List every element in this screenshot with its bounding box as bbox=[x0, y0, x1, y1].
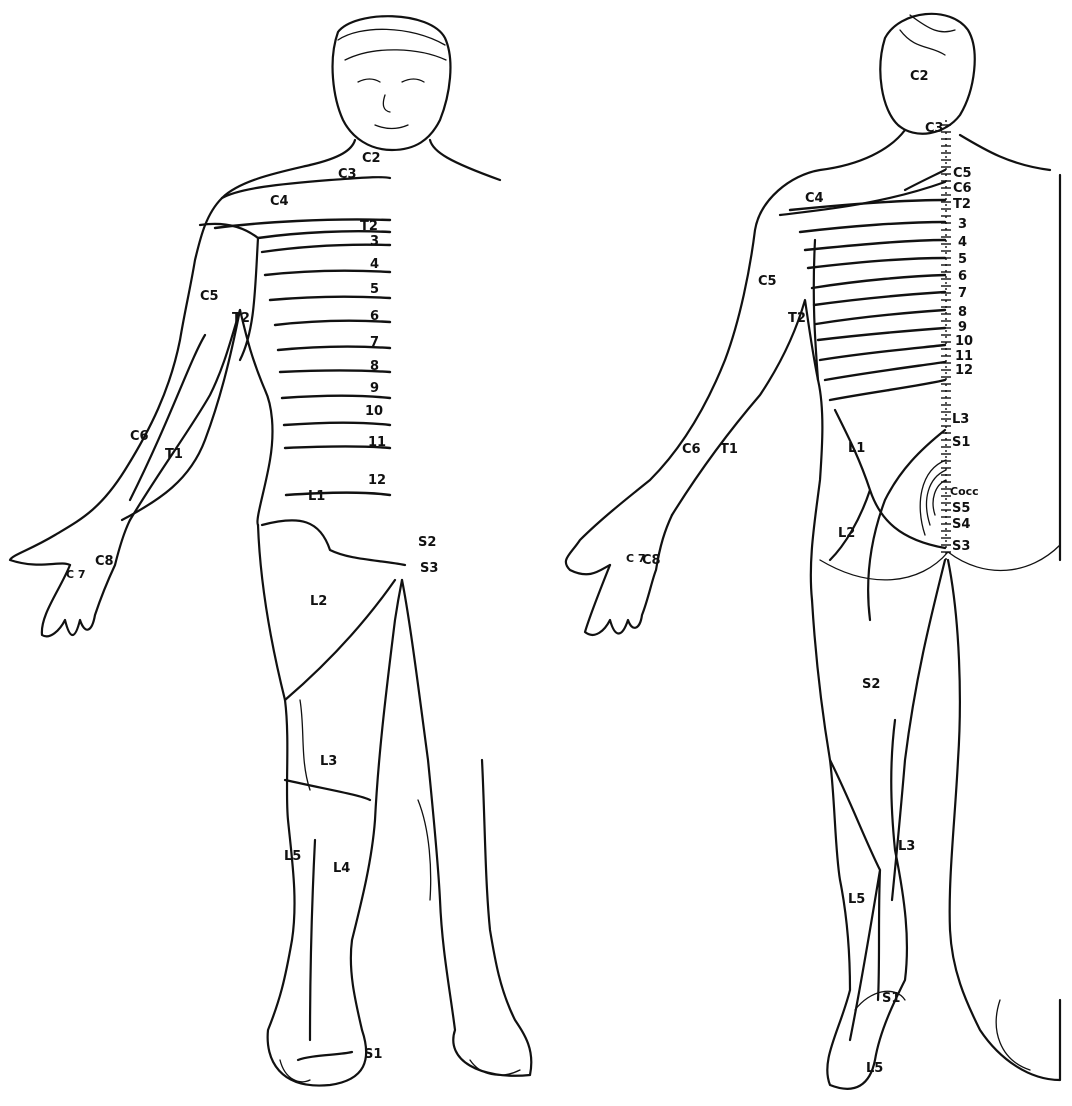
back-label-12: 12 bbox=[955, 363, 973, 378]
back-label-c5: C5 bbox=[758, 274, 777, 289]
back-label-c3: C3 bbox=[925, 121, 944, 136]
back-label-l1: L1 bbox=[848, 441, 865, 456]
back-label-8: 8 bbox=[958, 305, 967, 320]
back-buttocks bbox=[820, 545, 1060, 580]
front-dermatome-lines bbox=[122, 238, 405, 1060]
back-label-c5-spine: C5 bbox=[953, 166, 972, 181]
front-label-c5: C5 bbox=[200, 289, 219, 304]
front-label-c3: C3 bbox=[338, 167, 357, 182]
front-label-l3: L3 bbox=[320, 754, 337, 769]
back-label-s4: S4 bbox=[952, 517, 970, 532]
back-dermatome-lines bbox=[814, 240, 945, 1040]
front-label-10: 10 bbox=[365, 404, 383, 419]
front-label-s1: S1 bbox=[364, 1047, 382, 1062]
back-label-4: 4 bbox=[958, 235, 967, 250]
front-label-4: 4 bbox=[370, 257, 379, 272]
front-label-t2: T2 bbox=[360, 219, 378, 234]
front-label-l5: L5 bbox=[284, 849, 301, 864]
back-hand bbox=[585, 515, 672, 635]
back-label-cocc: Cocc bbox=[950, 485, 979, 498]
front-label-t2-arm: T2 bbox=[232, 311, 250, 326]
front-label-9: 9 bbox=[370, 381, 379, 396]
back-label-t2-spine: T2 bbox=[953, 197, 971, 212]
back-label-6: 6 bbox=[958, 269, 967, 284]
front-label-12: 12 bbox=[368, 473, 386, 488]
back-figure: C2 C3 C4 C5 T2 C6 T1 C8 C 7 C5 C6 T2 3 4… bbox=[566, 14, 1060, 1089]
back-label-l3: L3 bbox=[952, 412, 969, 427]
front-label-6: 6 bbox=[370, 309, 379, 324]
front-hair bbox=[338, 29, 446, 60]
front-label-l4: L4 bbox=[333, 861, 350, 876]
front-label-c7: C 7 bbox=[66, 568, 86, 581]
back-label-10: 10 bbox=[955, 334, 973, 349]
back-label-s3: S3 bbox=[952, 539, 970, 554]
back-label-l5-foot: L5 bbox=[866, 1061, 883, 1076]
front-label-t1: T1 bbox=[165, 447, 183, 462]
back-label-l3-leg: L3 bbox=[898, 839, 915, 854]
back-right-leg bbox=[948, 560, 1060, 1080]
back-label-c6-spine: C6 bbox=[953, 181, 972, 196]
back-label-s5: S5 bbox=[952, 501, 970, 516]
back-left-leg bbox=[812, 600, 907, 1089]
front-face-features bbox=[358, 79, 424, 129]
front-figure: C2 C3 C4 T2 3 4 5 6 7 8 9 10 11 12 C5 T2… bbox=[10, 16, 531, 1085]
back-torso-outline bbox=[566, 130, 905, 574]
front-label-c4: C4 bbox=[270, 194, 289, 209]
front-knee-detail bbox=[300, 700, 431, 900]
back-label-s1-heel: S1 bbox=[882, 991, 900, 1006]
front-torso-outline bbox=[10, 165, 310, 565]
front-label-11: 11 bbox=[368, 435, 386, 450]
back-label-s2: S2 bbox=[862, 677, 880, 692]
back-label-t2: T2 bbox=[788, 311, 806, 326]
back-label-s1: S1 bbox=[952, 435, 970, 450]
back-label-t1: T1 bbox=[720, 442, 738, 457]
back-label-c6: C6 bbox=[682, 442, 701, 457]
back-label-l5: L5 bbox=[848, 892, 865, 907]
back-label-11: 11 bbox=[955, 349, 973, 364]
front-hand bbox=[42, 520, 130, 636]
front-label-c6: C6 bbox=[130, 429, 149, 444]
back-label-c2: C2 bbox=[910, 69, 929, 84]
back-hair bbox=[900, 15, 955, 55]
front-left-leg bbox=[258, 525, 402, 1086]
front-label-l1: L1 bbox=[308, 489, 325, 504]
back-label-5: 5 bbox=[958, 252, 967, 267]
front-label-s2: S2 bbox=[418, 535, 436, 550]
front-label-3: 3 bbox=[370, 234, 379, 249]
front-label-c2: C2 bbox=[362, 151, 381, 166]
front-label-5: 5 bbox=[370, 282, 379, 297]
back-label-c7: C 7 bbox=[626, 552, 646, 565]
front-label-8: 8 bbox=[370, 359, 379, 374]
back-label-c4: C4 bbox=[805, 191, 824, 206]
front-label-c8: C8 bbox=[95, 554, 114, 569]
back-label-9: 9 bbox=[958, 320, 967, 335]
front-label-s3: S3 bbox=[420, 561, 438, 576]
back-label-l2: L2 bbox=[838, 526, 855, 541]
front-label-l2: L2 bbox=[310, 594, 327, 609]
back-label-3: 3 bbox=[958, 217, 967, 232]
back-label-7: 7 bbox=[958, 286, 967, 301]
front-right-leg bbox=[402, 580, 531, 1076]
front-head-outline bbox=[333, 16, 451, 150]
front-label-7: 7 bbox=[370, 335, 379, 350]
